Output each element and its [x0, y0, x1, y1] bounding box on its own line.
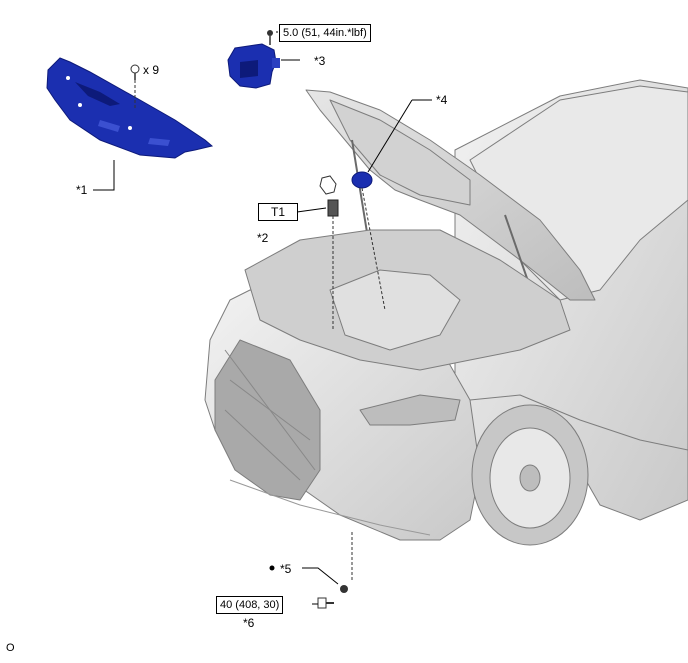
engine-under-cover-part — [46, 57, 214, 159]
figure-code: O — [6, 642, 15, 654]
callout-part6: *6 — [243, 616, 255, 630]
washer-reservoir-part — [227, 43, 280, 89]
bolt-icon — [267, 30, 273, 45]
torque-spec-reservoir: 5.0 (51, 44in.*lbf) — [279, 24, 371, 42]
torque-spec-lower-bolt: 40 (408, 30) — [216, 596, 284, 614]
leader-line-part4 — [367, 99, 413, 173]
headlight — [359, 394, 461, 426]
spindle-grille — [214, 339, 321, 501]
cap-dash-line — [361, 187, 386, 311]
callout-part4: *4 — [436, 93, 448, 107]
hood-inner-panel — [329, 99, 471, 206]
callout-part2: *2 — [257, 231, 269, 245]
leader-line-part1 — [93, 160, 115, 191]
engine-cover — [329, 269, 461, 351]
callout-part1: *1 — [76, 183, 88, 197]
vehicle-illustration — [204, 79, 688, 546]
grommet-part — [340, 585, 348, 593]
lower-grille — [229, 479, 431, 536]
clip-fastener-icon — [130, 64, 140, 80]
torque-spec-sensor: T1 — [258, 203, 298, 221]
callout-part3: *3 — [314, 54, 326, 68]
sealant-dot-icon — [269, 565, 275, 571]
clip-quantity-label: x 9 — [143, 63, 160, 77]
callout-part5: *5 — [280, 562, 292, 576]
sensor-part — [319, 175, 339, 217]
fender-line — [469, 394, 688, 451]
leader-line-part5 — [302, 567, 339, 585]
reservoir-cap-part — [351, 171, 373, 189]
bolt-part — [317, 597, 334, 609]
